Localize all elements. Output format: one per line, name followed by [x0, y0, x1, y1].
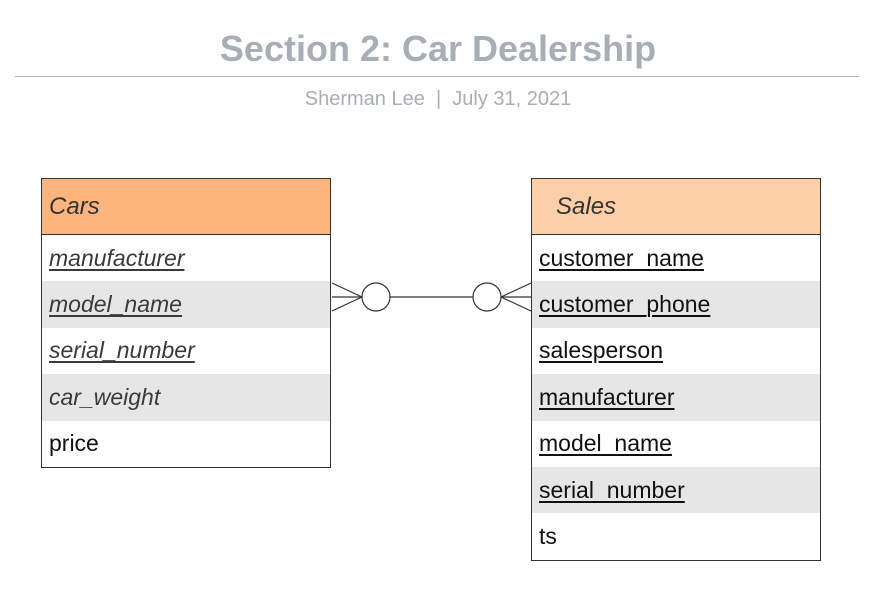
- page-title: Section 2: Car Dealership: [219, 28, 657, 69]
- entity-cars[interactable]: Cars manufacturer model_name serial_number…: [41, 178, 331, 468]
- entity-cars-header: Cars: [42, 179, 330, 235]
- entity-cars-attribute: model_name: [42, 281, 330, 328]
- entity-sales-name: Sales: [556, 192, 617, 220]
- cars-optional-circle: [361, 282, 391, 312]
- page-subtitle: Sherman Lee | July 31, 2021: [304, 88, 572, 110]
- entity-sales-attribute: manufacturer: [532, 374, 820, 421]
- entity-cars-name: Cars: [49, 192, 100, 220]
- entity-cars-attribute: serial_number: [49, 337, 195, 364]
- entity-sales-attribute: ts: [539, 523, 557, 550]
- entity-sales-attribute: model_name: [539, 430, 672, 457]
- entity-sales-attribute: customer_name: [539, 244, 704, 271]
- sales-optional-circle: [472, 282, 502, 312]
- sales-crows-foot: [500, 282, 532, 312]
- entity-sales-attribute: serial_number: [532, 466, 820, 514]
- title-divider: [15, 76, 859, 77]
- entity-sales-attribute: customer_phone: [532, 281, 820, 328]
- entity-cars-attribute: manufacturer: [49, 244, 185, 271]
- entity-sales-attribute: salesperson: [539, 337, 664, 364]
- entity-cars-attribute: price: [49, 430, 99, 457]
- cars-crows-foot: [331, 282, 363, 312]
- entity-cars-attributes: manufacturer model_name serial_number car_w…: [42, 235, 330, 467]
- entity-cars-attribute: car_weight: [42, 374, 330, 421]
- entity-sales-header: Sales: [532, 179, 820, 235]
- entity-sales-attributes: customer_name customer_phone salesperson ma…: [532, 235, 820, 560]
